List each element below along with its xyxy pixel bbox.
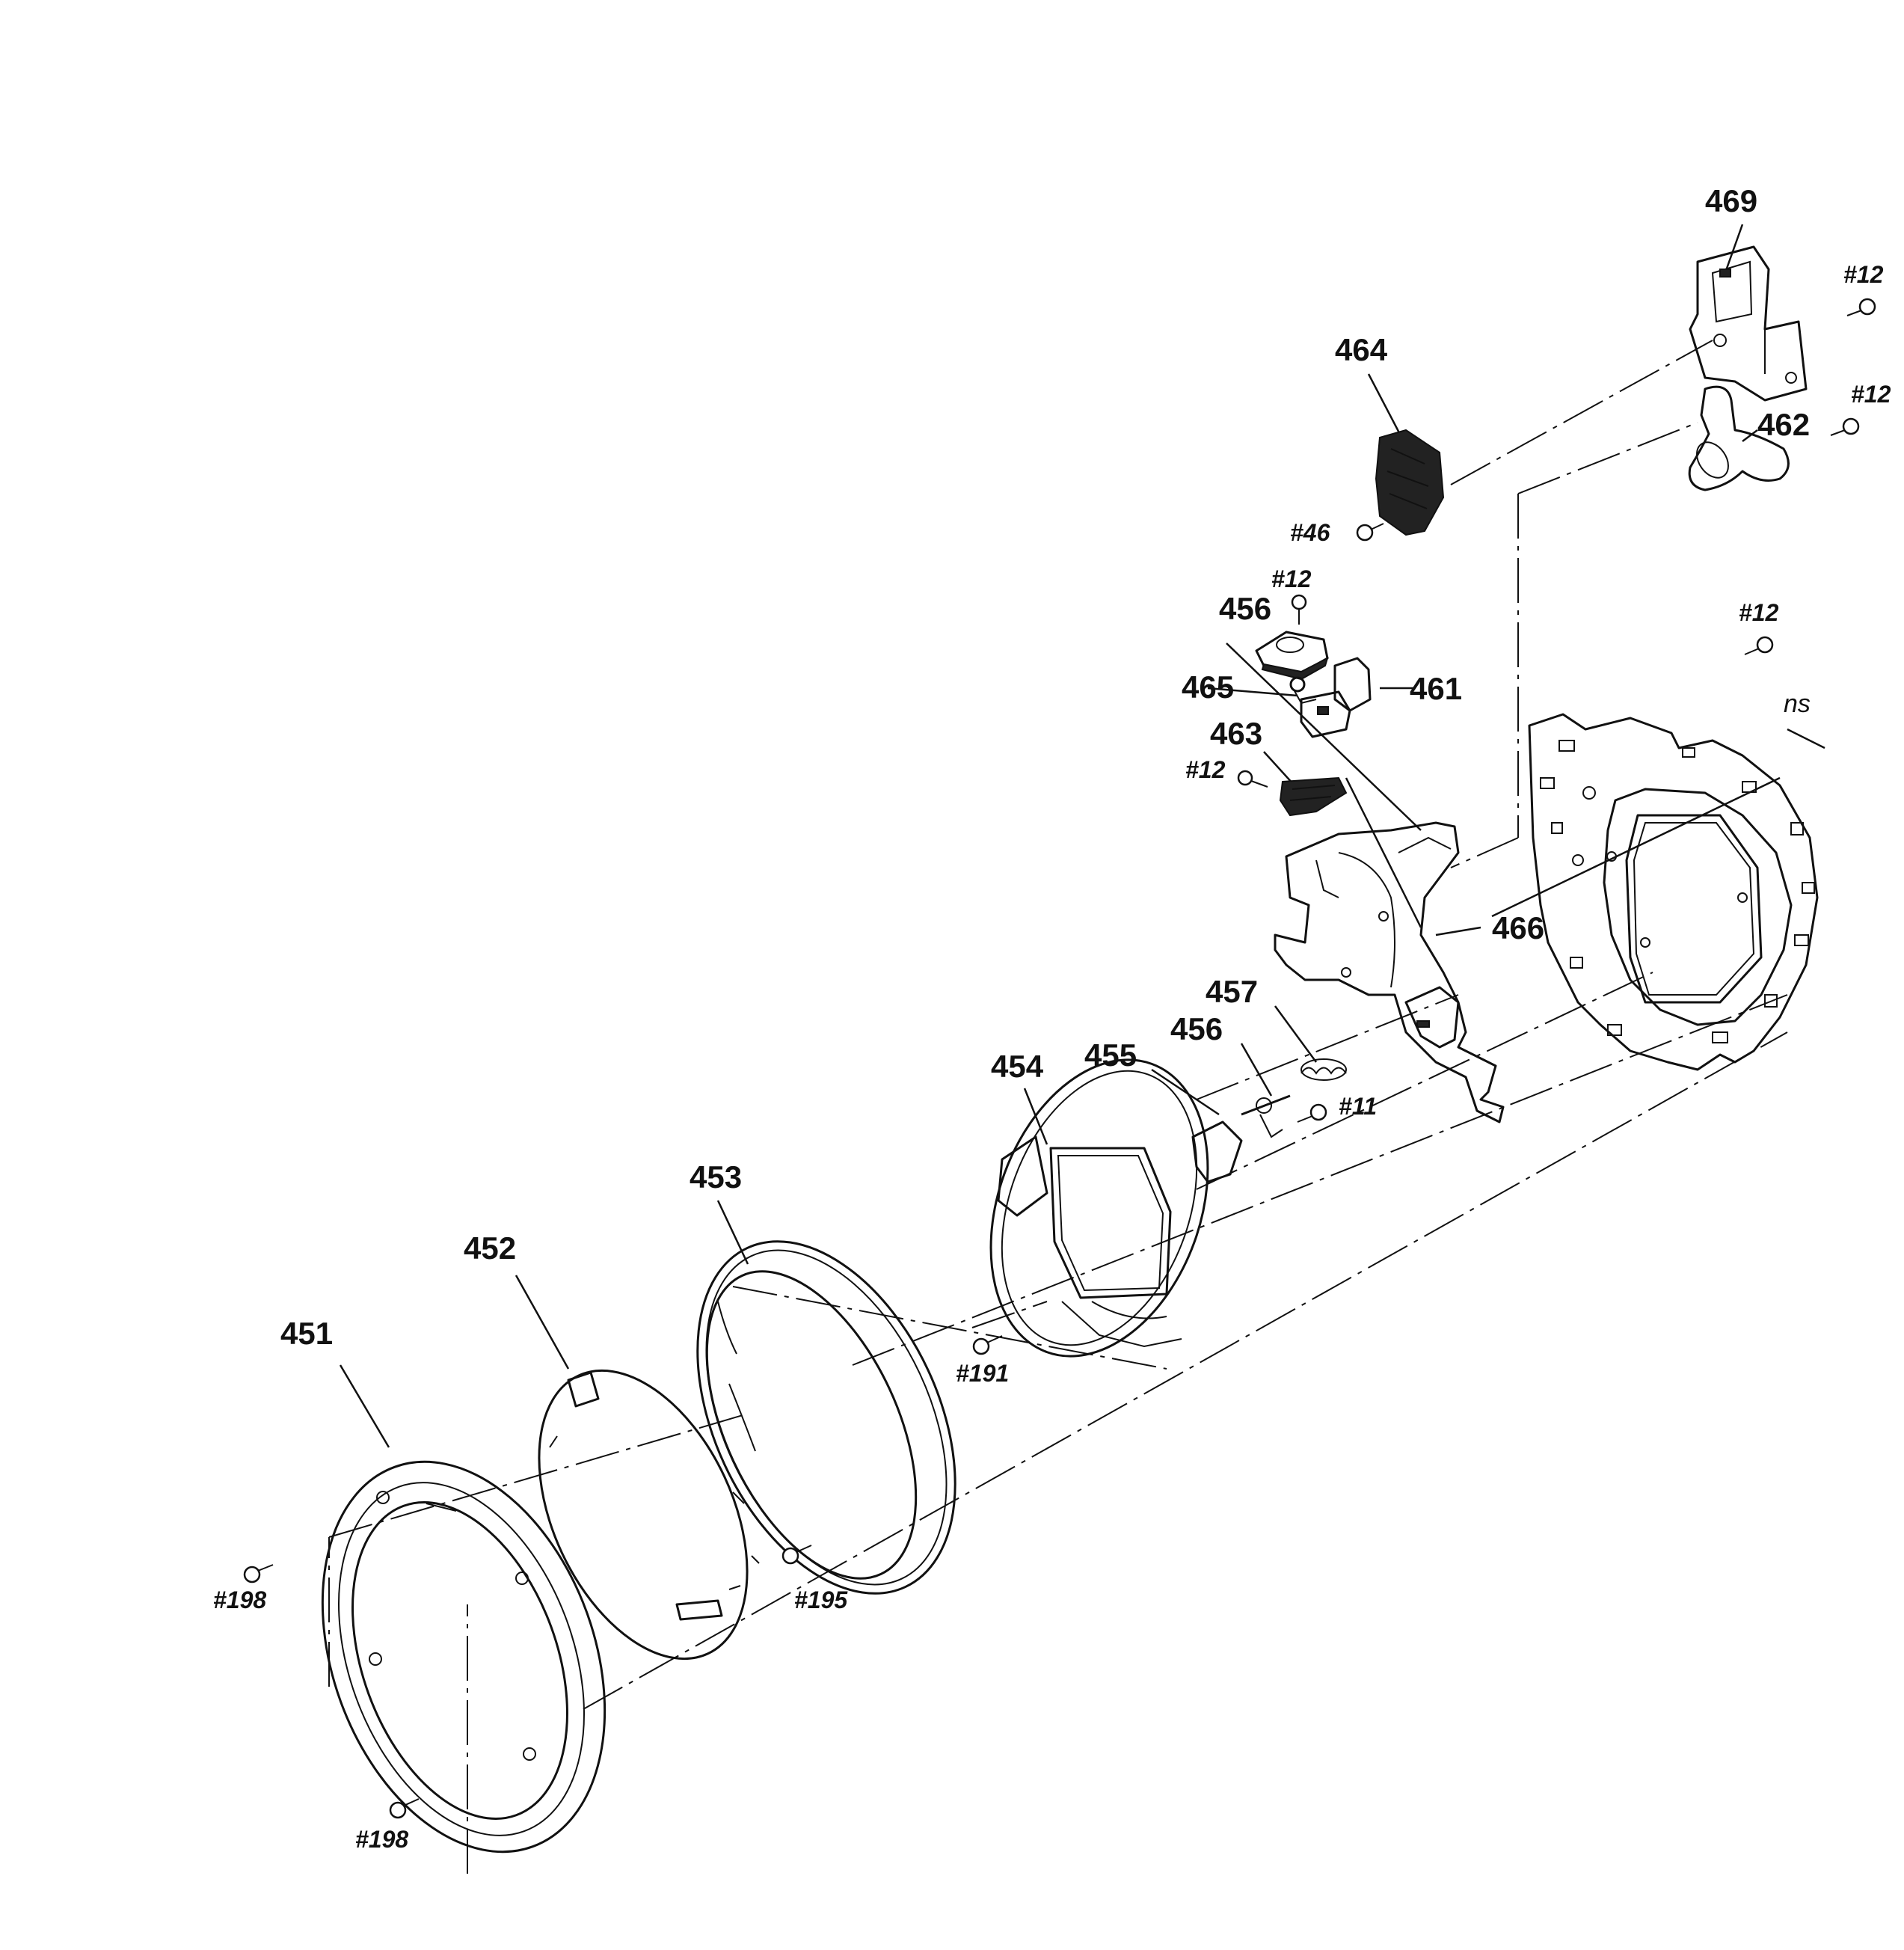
part-453-ring — [696, 1240, 956, 1595]
label-461: 461 — [1410, 671, 1462, 706]
label-455: 455 — [1084, 1037, 1137, 1073]
label-453: 453 — [690, 1159, 742, 1195]
label-466: 466 — [1492, 910, 1544, 945]
label-469: 469 — [1705, 183, 1757, 218]
part-457-spring — [1300, 1058, 1347, 1081]
screw-labels: #198 #198 #195 #191 #11 #46 #12 #12 #12 … — [213, 261, 1891, 1853]
screws — [243, 298, 1876, 1819]
screw-label-12-top1: #12 — [1843, 261, 1884, 288]
screw-191 — [972, 1335, 1003, 1355]
part-452-ring — [538, 1369, 760, 1661]
screw-label-11: #11 — [1339, 1093, 1377, 1120]
part-462-lever — [1688, 385, 1790, 491]
screw-label-195: #195 — [794, 1586, 848, 1613]
label-463: 463 — [1210, 716, 1262, 751]
screw-198b — [389, 1798, 420, 1819]
screw-12-top2 — [1830, 417, 1860, 436]
part-465-pin — [1289, 676, 1317, 705]
screw-11 — [1297, 1103, 1327, 1123]
label-464: 464 — [1335, 332, 1388, 367]
part-456-pin — [1241, 1094, 1291, 1138]
part-463-plate — [1279, 776, 1348, 817]
label-452: 452 — [464, 1230, 516, 1266]
label-ns: ns — [1784, 690, 1811, 718]
label-454: 454 — [991, 1049, 1044, 1084]
label-462: 462 — [1757, 407, 1810, 442]
part-469-bracket — [1689, 245, 1808, 402]
part-461-switch — [1300, 657, 1372, 738]
screw-label-12-463: #12 — [1185, 756, 1226, 783]
screw-12-top1 — [1846, 298, 1876, 316]
part-454-mount-barrel — [989, 1058, 1209, 1358]
screw-label-198a: #198 — [213, 1586, 266, 1613]
screw-46 — [1356, 523, 1384, 542]
part-466-housing — [1274, 821, 1505, 1123]
reference-lines — [328, 340, 1788, 1874]
screw-198a — [243, 1564, 274, 1583]
screw-label-12-top2: #12 — [1851, 381, 1891, 408]
part-455-button — [1191, 1120, 1243, 1183]
part-451-mount-ring — [321, 1460, 606, 1854]
part-labels: 469 464 462 456 465 461 463 466 457 456 … — [280, 183, 1810, 1351]
screw-label-12-460: #12 — [1271, 565, 1312, 592]
part-460-switch — [1255, 631, 1329, 681]
label-465: 465 — [1182, 669, 1234, 705]
screw-label-46: #46 — [1290, 519, 1330, 546]
screw-label-191: #191 — [956, 1360, 1009, 1387]
part-464-block — [1375, 429, 1445, 536]
screw-195 — [781, 1545, 812, 1565]
screw-label-12-frame: #12 — [1739, 599, 1779, 626]
frame-details — [1540, 740, 1815, 1043]
screw-12-460 — [1291, 594, 1307, 625]
leader-lines — [339, 224, 1825, 1448]
mirror-box-frame — [1528, 713, 1819, 1071]
label-451: 451 — [280, 1316, 333, 1351]
screw-label-198b: #198 — [355, 1826, 408, 1853]
label-457: 457 — [1206, 974, 1258, 1009]
screw-12-463 — [1237, 770, 1268, 788]
screw-12-frame — [1744, 636, 1774, 655]
label-456: 456 — [1170, 1011, 1223, 1046]
label-460: 456 — [1219, 591, 1271, 626]
